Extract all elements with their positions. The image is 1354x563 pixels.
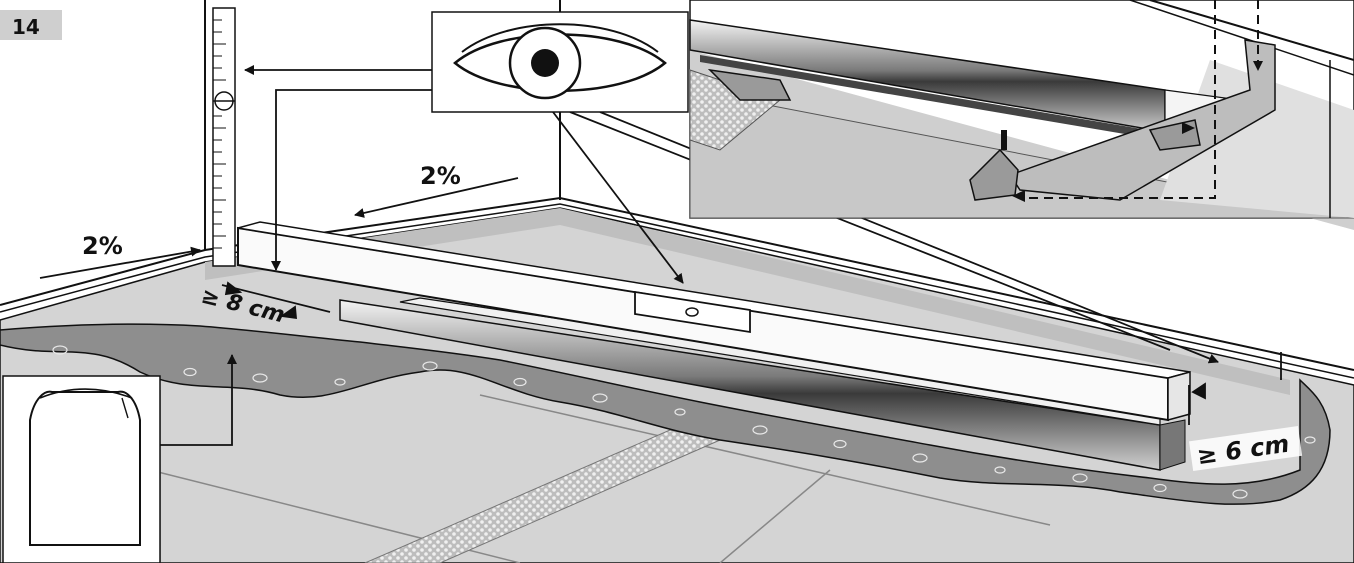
slope-left-label: 2%	[82, 232, 123, 260]
slope-arrows	[39, 177, 519, 279]
depth-6cm-marker	[1188, 352, 1282, 425]
spirit-level	[237, 221, 1191, 422]
step-badge: 14	[0, 10, 62, 40]
eye-icon	[431, 11, 689, 113]
bag-arrow	[160, 354, 237, 446]
step-number: 14	[12, 15, 40, 39]
measuring-ruler	[212, 7, 236, 267]
drain-channel	[339, 297, 1186, 471]
screed-bed	[0, 323, 1331, 505]
level-vial	[634, 290, 751, 334]
inset-bracket	[1008, 39, 1276, 201]
slope-back-label: 2%	[420, 162, 461, 190]
mortar-bag-icon	[2, 375, 161, 563]
distance-8cm-marker	[221, 281, 331, 320]
detail-inset	[689, 0, 1354, 230]
